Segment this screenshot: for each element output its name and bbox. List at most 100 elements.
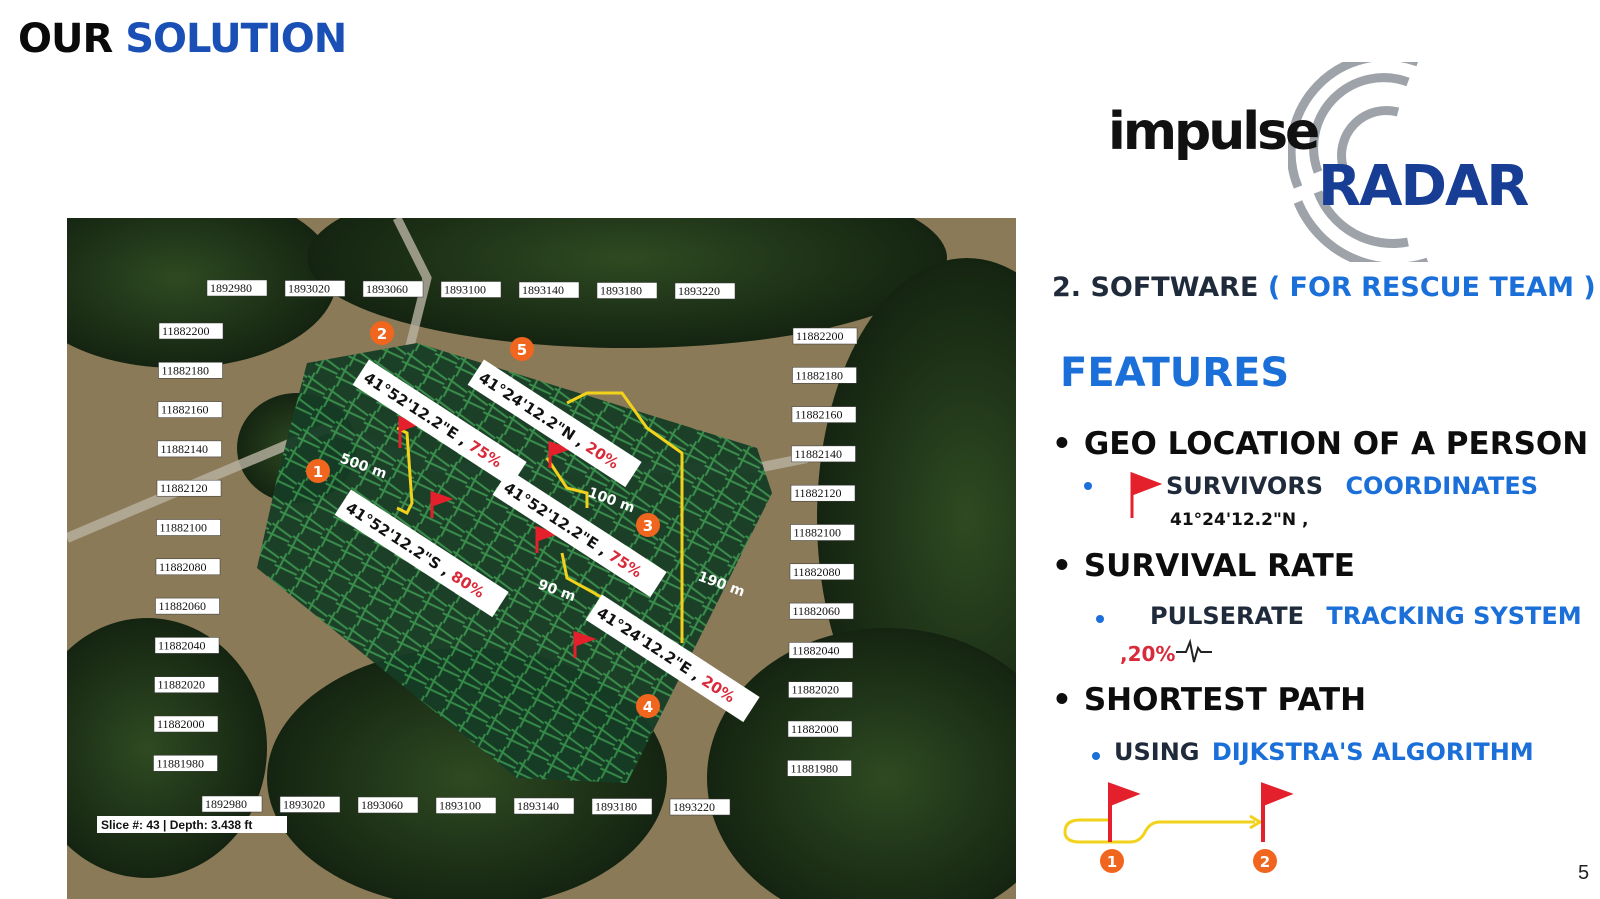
tick-label: 11882140 [795, 447, 843, 461]
features-heading: FEATURES [1060, 350, 1290, 396]
marker-label: 2 [377, 325, 387, 343]
flag-icon [548, 440, 572, 468]
path-node-end-label: 2 [1260, 853, 1270, 871]
tick-box [206, 279, 268, 297]
tick-box [788, 642, 854, 659]
geo-coordinate: 41°24'12.2"N , [1170, 510, 1309, 530]
tick-box [440, 281, 502, 298]
tick-box [155, 597, 220, 615]
bullet-dot [1096, 615, 1104, 623]
tick-box [518, 281, 580, 299]
tick-label: 11882020 [792, 683, 840, 697]
slide-title-part1: OUR [18, 16, 113, 62]
tick-label: 11882080 [793, 565, 841, 579]
flag-icon [573, 630, 597, 658]
geo-sub-highlight: COORDINATES [1345, 472, 1539, 500]
tick-label: 1892980 [210, 281, 252, 295]
tick-label: 11882100 [794, 526, 842, 540]
tick-label: 11882180 [162, 363, 210, 377]
tick-label: 11882040 [792, 643, 840, 657]
logo-word-impulse: impulse [1108, 102, 1320, 162]
tick-label: 1893100 [439, 799, 481, 813]
feature-survival-title: SURVIVAL RATE [1083, 548, 1355, 584]
impulse-radar-logo: impulse RADAR [1108, 62, 1558, 262]
tick-box [787, 720, 853, 738]
feature-geo-location: GEO LOCATION OF A PERSON [1052, 426, 1588, 462]
flag-icon [398, 415, 422, 448]
pulse-icon [1176, 638, 1212, 663]
tick-label: 1893060 [361, 798, 403, 812]
tick-box [155, 558, 221, 576]
feature-geo-title: GEO LOCATION OF A PERSON [1083, 426, 1589, 462]
tick-box [154, 637, 220, 654]
tick-label: 11882000 [791, 722, 839, 736]
tick-box [153, 755, 218, 772]
y-axis-left: 11882200 11882180 11882160 11882140 11882120… [153, 322, 224, 772]
tick-box [357, 796, 419, 814]
tick-label: 1893140 [517, 799, 559, 813]
radar-waves-icon [1288, 62, 1428, 262]
tick-label: 11881980 [791, 761, 839, 775]
tick-label: 11882060 [159, 599, 207, 613]
path-sub-line: USING DIJKSTRA'S ALGORITHM [1114, 738, 1534, 766]
tick-label: 11882120 [794, 486, 842, 500]
tick-label: 1893100 [444, 283, 486, 297]
tick-label: 11882140 [161, 442, 209, 456]
tick-label: 1893180 [600, 284, 642, 298]
tick-box [674, 282, 736, 300]
path-node-start [1100, 849, 1124, 873]
marker-label: 1 [313, 463, 323, 481]
tick-label: 11882160 [795, 408, 843, 422]
geo-sub-label: SURVIVORS [1166, 472, 1324, 500]
marker-label: 4 [643, 698, 653, 716]
tick-box [790, 484, 856, 502]
numbered-markers: 1 2 3 4 5 [306, 321, 660, 718]
page-number: 5 [1578, 862, 1590, 884]
tick-label: 11882200 [796, 329, 844, 343]
tick-box [789, 602, 854, 620]
flag-icon [430, 490, 454, 518]
flag-icon [1130, 471, 1162, 518]
survival-sub-highlight: TRACKING SYSTEM [1326, 602, 1582, 630]
slice-label-text: Slice #: 43 | Depth: 3.438 ft [101, 818, 252, 832]
tick-label: 11881980 [157, 756, 205, 770]
tick-label: 11882160 [161, 403, 209, 417]
tick-label: 1893180 [595, 800, 637, 814]
flag-icon [1108, 782, 1141, 842]
tick-label: 11882120 [160, 481, 208, 495]
tick-label: 1893220 [673, 800, 715, 814]
tick-box [791, 445, 856, 463]
tick-label: 11882040 [158, 638, 206, 652]
tick-label: 11882020 [158, 678, 206, 692]
slice-label: Slice #: 43 | Depth: 3.438 ft [97, 816, 287, 833]
tick-box [596, 282, 658, 299]
path-node-start-label: 1 [1107, 853, 1117, 871]
tick-label: 1893140 [522, 283, 564, 297]
tick-box [156, 519, 221, 536]
path-node-end [1253, 849, 1277, 873]
tick-box [791, 406, 857, 423]
tick-label: 1893020 [283, 798, 325, 812]
marker-label: 5 [517, 341, 527, 359]
tick-box [513, 797, 575, 815]
logo-word-radar: RADAR [1318, 154, 1529, 219]
shortest-path-diagram: 1 2 [1063, 782, 1294, 873]
tick-box [157, 440, 222, 458]
survival-rate-value: ,20% [1120, 642, 1176, 666]
tick-label: 11882200 [162, 324, 210, 338]
tick-box [792, 327, 858, 345]
tick-box [158, 362, 223, 379]
software-heading: 2. SOFTWARE ( FOR RESCUE TEAM ) [1052, 272, 1596, 303]
tick-box [787, 760, 852, 777]
tick-label: 1893060 [366, 282, 408, 296]
survival-sub-label: PULSERATE [1150, 602, 1305, 630]
tick-box [362, 280, 424, 298]
path-sub-highlight: DIJKSTRA'S ALGORITHM [1211, 738, 1534, 766]
tick-box [201, 795, 263, 813]
tick-box [669, 798, 731, 816]
tick-label: 11882180 [796, 368, 844, 382]
radar-scan-area [257, 343, 772, 783]
tick-box [790, 524, 855, 541]
